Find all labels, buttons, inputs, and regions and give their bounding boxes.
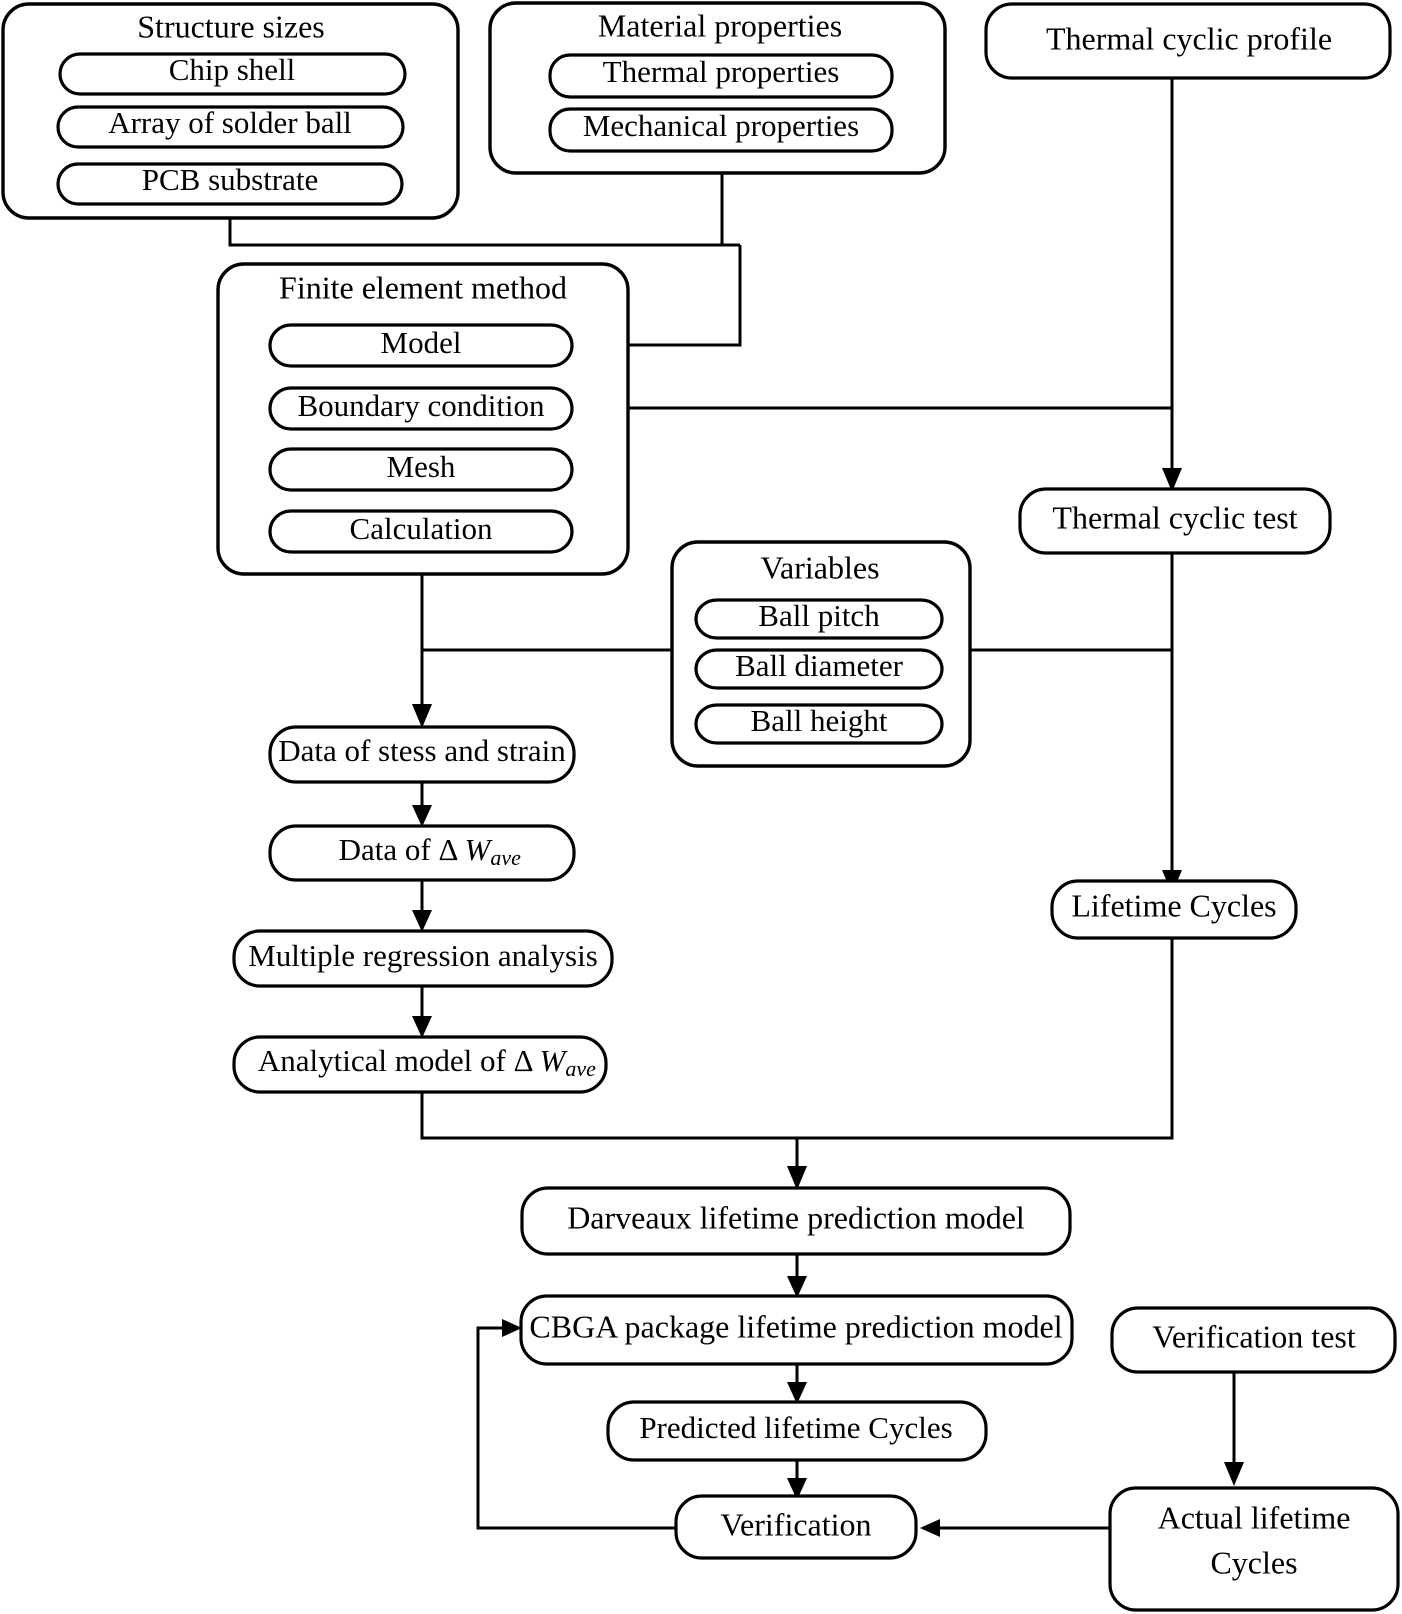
finite-element-method-title: Finite element method — [279, 269, 567, 305]
calculation-pill[interactable] — [268, 509, 574, 554]
arrowhead-cbga — [787, 1276, 807, 1298]
am-subscript: ave — [565, 1056, 596, 1081]
ball-pitch-label: Ball pitch — [758, 598, 880, 633]
arrowhead-actual — [1224, 1462, 1244, 1486]
node-cbga-model[interactable]: CBGA package lifetime prediction model — [519, 1294, 1074, 1366]
am-symbol: W — [540, 1043, 569, 1078]
arrowhead-regression — [412, 910, 432, 932]
node-darveaux-model[interactable]: Darveaux lifetime prediction model — [520, 1186, 1072, 1256]
array-of-solder-ball-pill[interactable] — [56, 105, 405, 149]
predicted-lifetime-cycles-box[interactable] — [606, 1400, 988, 1462]
node-data-of-stress-and-strain[interactable]: Data of stess and strain — [268, 725, 576, 784]
darveaux-model-box[interactable] — [520, 1186, 1072, 1256]
node-actual-lifetime-cycles[interactable]: Actual lifetime Cycles — [1108, 1486, 1400, 1612]
cbga-model-label: CBGA package lifetime prediction model — [529, 1308, 1062, 1344]
group-finite-element-method: Finite element method Model Boundary con… — [216, 262, 630, 576]
thermal-properties-pill[interactable] — [548, 53, 894, 99]
arrowhead-analytical — [412, 1016, 432, 1038]
calculation-label: Calculation — [350, 511, 493, 546]
verification-label: Verification — [720, 1506, 871, 1542]
node-data-of-delta-wave[interactable]: Data of Δ Wave — [268, 824, 576, 882]
arrowhead-feedback — [502, 1319, 522, 1337]
actual-lifetime-cycles-label-line2: Cycles — [1210, 1544, 1297, 1580]
connector-lifetime-to-darveaux — [797, 938, 1174, 1140]
verification-box[interactable] — [674, 1494, 918, 1560]
node-verification[interactable]: Verification — [674, 1494, 918, 1560]
group-structure-sizes: Structure sizes Chip shell Array of sold… — [1, 2, 460, 220]
dw-subscript: ave — [490, 845, 521, 870]
node-thermal-cyclic-test[interactable]: Thermal cyclic test — [1018, 487, 1332, 555]
arrowhead-predicted — [787, 1382, 807, 1404]
structure-sizes-title: Structure sizes — [137, 8, 325, 44]
material-properties-title: Material properties — [598, 7, 842, 43]
thermal-cyclic-profile-label: Thermal cyclic profile — [1046, 20, 1332, 56]
group-material-properties: Material properties Thermal properties M… — [488, 1, 947, 175]
connector-structure-to-fem — [228, 218, 740, 247]
dw-prefix: Data of Δ — [339, 832, 465, 867]
analytical-model-box[interactable] — [232, 1035, 608, 1094]
node-verification-test[interactable]: Verification test — [1110, 1306, 1397, 1374]
dw-symbol: W — [464, 832, 493, 867]
verification-test-label: Verification test — [1152, 1318, 1356, 1354]
variables-title: Variables — [760, 549, 879, 585]
arrowhead-verification-left — [920, 1519, 940, 1537]
am-prefix: Analytical model of Δ — [258, 1043, 540, 1078]
actual-lifetime-cycles-box[interactable] — [1108, 1486, 1400, 1612]
node-predicted-lifetime-cycles[interactable]: Predicted lifetime Cycles — [606, 1400, 988, 1462]
connector-analytical-to-darveaux — [420, 1092, 799, 1176]
actual-lifetime-cycles-label-line1: Actual lifetime — [1158, 1499, 1351, 1535]
lifetime-cycles-box[interactable] — [1050, 879, 1298, 940]
darveaux-model-label: Darveaux lifetime prediction model — [567, 1199, 1025, 1235]
data-of-stress-and-strain-label: Data of stess and strain — [278, 733, 566, 768]
model-label: Model — [381, 325, 462, 360]
node-analytical-model[interactable]: Analytical model of Δ Wave — [190, 1035, 650, 1094]
connector-verification-feedback — [476, 1326, 676, 1530]
mechanical-properties-pill[interactable] — [548, 107, 894, 153]
analytical-model-label: Analytical model of Δ Wave — [190, 1043, 650, 1085]
chip-shell-label: Chip shell — [169, 52, 296, 87]
arrowhead-data-stress — [412, 704, 432, 728]
ball-height-label: Ball height — [751, 703, 888, 738]
ball-diameter-label: Ball diameter — [735, 648, 904, 683]
data-of-delta-wave-label: Data of Δ Wave — [269, 832, 575, 874]
multiple-regression-analysis-box[interactable] — [232, 929, 614, 988]
pcb-substrate-label: PCB substrate — [142, 162, 319, 197]
ball-pitch-pill[interactable] — [694, 598, 944, 640]
boundary-condition-label: Boundary condition — [297, 388, 545, 423]
multiple-regression-analysis-label: Multiple regression analysis — [248, 938, 598, 973]
arrowhead-verification — [787, 1478, 807, 1500]
thermal-cyclic-test-label: Thermal cyclic test — [1052, 499, 1297, 535]
thermal-cyclic-test-box[interactable] — [1018, 487, 1332, 555]
arrowhead-dw — [412, 805, 432, 827]
predicted-lifetime-cycles-label: Predicted lifetime Cycles — [639, 1410, 952, 1445]
data-of-delta-wave-box[interactable] — [268, 824, 576, 882]
verification-test-box[interactable] — [1110, 1306, 1397, 1374]
ball-diameter-pill[interactable] — [694, 648, 944, 690]
group-variables: Variables Ball pitch Ball diameter Ball … — [670, 540, 972, 768]
node-lifetime-cycles[interactable]: Lifetime Cycles — [1050, 879, 1298, 940]
model-pill[interactable] — [268, 323, 574, 368]
mesh-label: Mesh — [387, 449, 456, 484]
mechanical-properties-label: Mechanical properties — [583, 108, 859, 143]
cbga-model-box[interactable] — [519, 1294, 1074, 1366]
pcb-substrate-pill[interactable] — [56, 162, 404, 206]
data-of-stress-and-strain-box[interactable] — [268, 725, 576, 784]
mesh-pill[interactable] — [268, 447, 574, 492]
chip-shell-pill[interactable] — [58, 52, 407, 96]
thermal-properties-label: Thermal properties — [603, 54, 840, 89]
node-thermal-cyclic-profile[interactable]: Thermal cyclic profile — [984, 2, 1392, 80]
array-of-solder-ball-label: Array of solder ball — [108, 105, 352, 140]
arrowhead-darveaux — [787, 1166, 807, 1190]
connector-to-model — [592, 245, 742, 347]
node-multiple-regression-analysis[interactable]: Multiple regression analysis — [232, 929, 614, 988]
ball-height-pill[interactable] — [694, 703, 944, 745]
boundary-condition-pill[interactable] — [268, 386, 574, 431]
arrowhead-thermal-test — [1162, 468, 1182, 492]
thermal-cyclic-profile-box[interactable] — [984, 2, 1392, 80]
lifetime-cycles-label: Lifetime Cycles — [1071, 887, 1276, 923]
